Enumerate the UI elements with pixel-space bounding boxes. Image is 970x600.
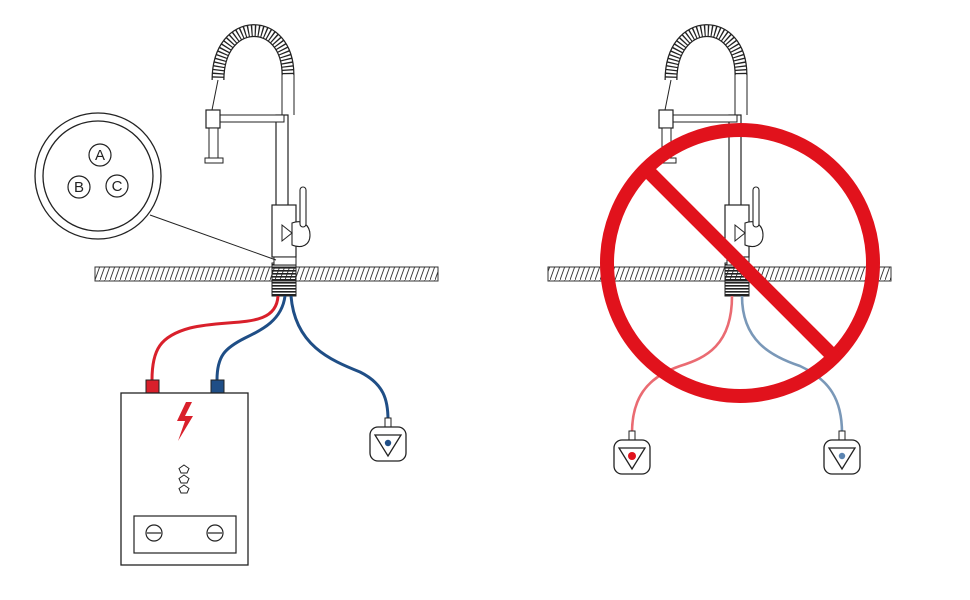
pin-c-label: C	[112, 178, 123, 195]
heater-cold-fitting	[210, 379, 225, 395]
incorrect-installation-scene	[547, 31, 892, 475]
prohibited-sign-icon	[600, 123, 880, 403]
cold-water-hose-to-heater	[215, 295, 287, 381]
hot-water-hose-faded	[630, 295, 734, 434]
terminal-screw-right	[206, 524, 224, 542]
angle-stop-valve-hot-icon	[613, 430, 651, 475]
instant-water-heater-icon	[120, 392, 249, 566]
angle-stop-valve-cold-icon	[823, 430, 861, 475]
connector-pin-a: A	[88, 143, 112, 167]
connector-leader-line	[149, 214, 277, 261]
connector-detail-magnifier: A B C	[34, 112, 162, 240]
pull-down-kitchen-faucet-icon	[205, 31, 310, 265]
electricity-flash-icon	[177, 402, 193, 441]
countertop-right	[547, 266, 892, 282]
heater-hot-fitting	[145, 379, 160, 395]
countertop-left	[94, 266, 439, 282]
pin-b-label: B	[74, 179, 84, 196]
connector-pin-c: C	[105, 174, 129, 198]
hot-water-hose	[150, 295, 280, 381]
cold-water-hose-to-valve	[289, 295, 390, 421]
threaded-shank-left	[271, 262, 297, 297]
connector-pin-b: B	[67, 175, 91, 199]
pin-a-label: A	[95, 147, 105, 164]
correct-installation-scene: A B C	[34, 31, 439, 566]
terminal-screw-left	[145, 524, 163, 542]
heater-indicator-lights	[178, 464, 190, 494]
angle-stop-valve-icon	[369, 417, 407, 462]
cold-water-hose-faded	[740, 295, 844, 434]
